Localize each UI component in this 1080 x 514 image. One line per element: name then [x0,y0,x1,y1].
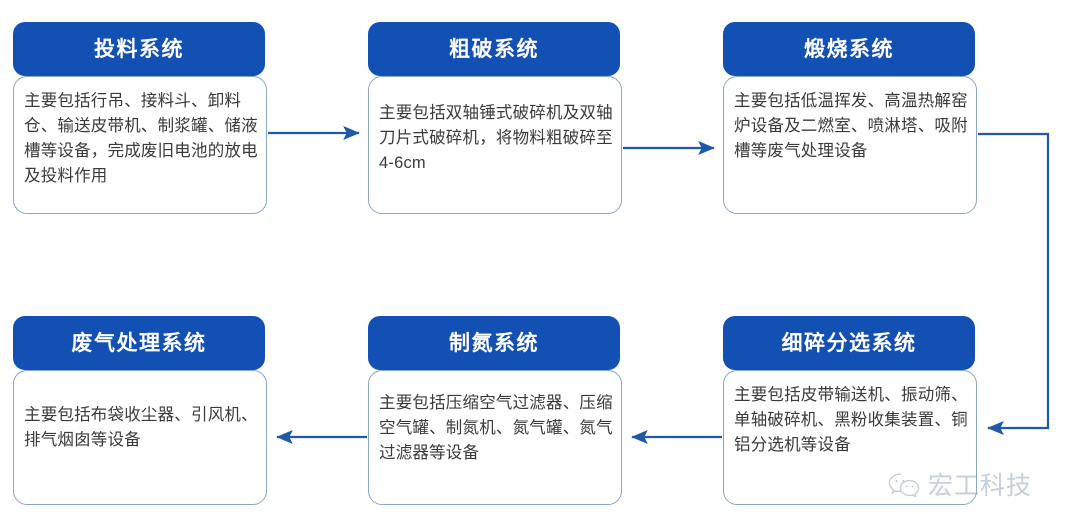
node-calcination-body: 主要包括低温挥发、高温热解窑炉设备及二燃室、喷淋塔、吸附槽等废气处理设备 [723,76,977,214]
node-feeding-title: 投料系统 [94,37,184,61]
node-nitrogen-body: 主要包括压缩空气过滤器、压缩空气罐、制氮机、氮气罐、氮气过滤器等设备 [368,370,622,505]
node-feeding-header[interactable]: 投料系统 [13,22,265,76]
node-fine-crush-body: 主要包括皮带输送机、振动筛、单轴破碎机、黑粉收集装置、铜铝分选机等设备 [723,370,977,505]
node-waste-gas-body: 主要包括布袋收尘器、引风机、排气烟囱等设备 [13,370,267,505]
node-coarse-crush-body-text: 主要包括双轴锤式破碎机及双轴刀片式破碎机，将物料粗破碎至4-6cm [379,104,613,172]
node-fine-crush-title: 细碎分选系统 [781,331,917,355]
node-coarse-crush-title: 粗破系统 [449,37,539,61]
node-nitrogen-title: 制氮系统 [449,331,539,355]
node-calcination-header[interactable]: 煅烧系统 [723,22,975,76]
node-waste-gas-header[interactable]: 废气处理系统 [13,316,265,370]
node-coarse-crush-header[interactable]: 粗破系统 [368,22,620,76]
node-coarse-crush-body: 主要包括双轴锤式破碎机及双轴刀片式破碎机，将物料粗破碎至4-6cm [368,76,622,214]
node-feeding-body-text: 主要包括行吊、接料斗、卸料仓、输送皮带机、制浆罐、储液槽等设备，完成废旧电池的放… [24,92,258,185]
node-fine-crush-body-text: 主要包括皮带输送机、振动筛、单轴破碎机、黑粉收集装置、铜铝分选机等设备 [734,386,968,454]
node-waste-gas-title: 废气处理系统 [71,331,207,355]
node-waste-gas-body-text: 主要包括布袋收尘器、引风机、排气烟囱等设备 [24,406,258,449]
connector-calcination-to-fine-crush [978,132,1050,436]
node-nitrogen-body-text: 主要包括压缩空气过滤器、压缩空气罐、制氮机、氮气罐、氮气过滤器等设备 [379,394,613,462]
node-nitrogen-header[interactable]: 制氮系统 [368,316,620,370]
node-fine-crush-header[interactable]: 细碎分选系统 [723,316,975,370]
node-calcination-title: 煅烧系统 [804,37,894,61]
node-calcination-body-text: 主要包括低温挥发、高温热解窑炉设备及二燃室、喷淋塔、吸附槽等废气处理设备 [734,92,968,160]
node-feeding-body: 主要包括行吊、接料斗、卸料仓、输送皮带机、制浆罐、储液槽等设备，完成废旧电池的放… [13,76,267,214]
